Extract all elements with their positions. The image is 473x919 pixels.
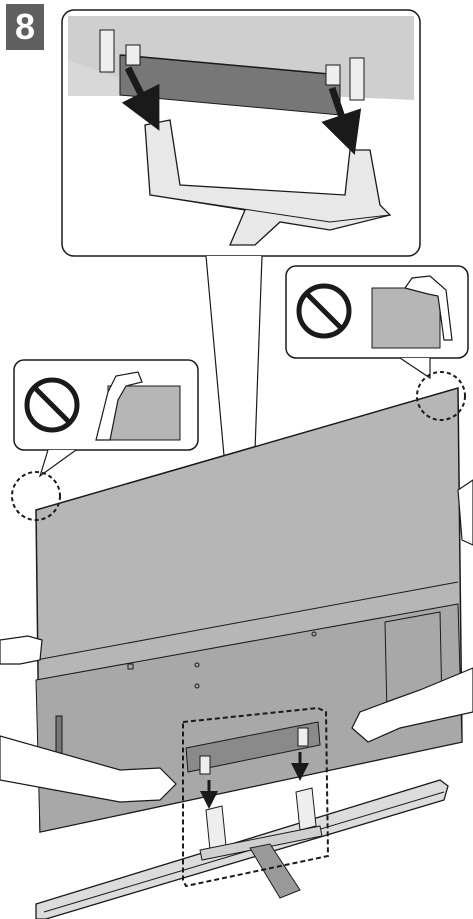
no-entry-circle-icon [27,380,77,430]
no-entry-circle-icon [299,286,349,336]
